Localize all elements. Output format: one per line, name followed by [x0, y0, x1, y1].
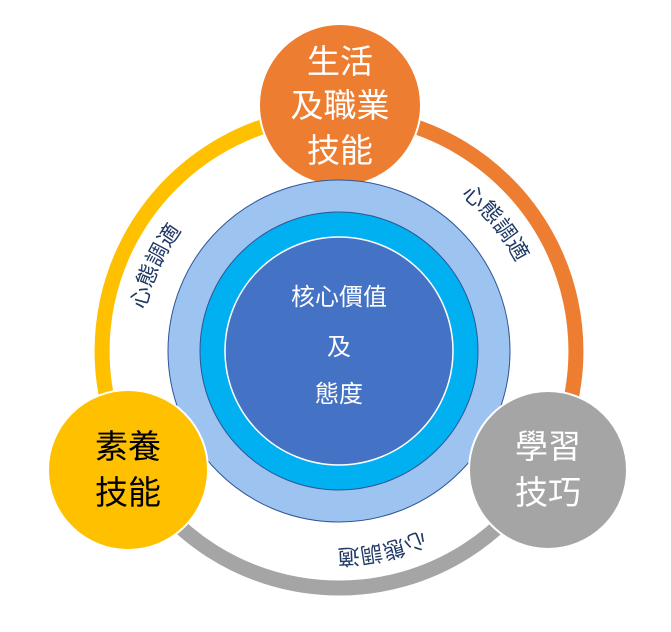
arc-label-bottom: 心態調適 — [337, 525, 430, 568]
node-right-line-2: 技巧 — [515, 473, 581, 512]
node-literacy-skills: 素養 技能 — [47, 389, 209, 551]
node-left-line-1: 素養 — [95, 427, 161, 466]
node-right-line-1: 學習 — [515, 427, 581, 466]
core-line-3: 態度 — [315, 380, 363, 408]
core-line-1: 核心價值 — [291, 283, 387, 311]
node-circle-left — [47, 389, 209, 551]
node-life-career-skills: 生活 及職業 技能 — [258, 23, 422, 187]
node-left-line-2: 技能 — [95, 473, 161, 512]
node-top-line-2: 及職業 — [291, 86, 390, 125]
node-circle-right — [468, 390, 628, 550]
core-line-2: 及 — [327, 333, 351, 361]
core-circles: 核心價值 及 態度 — [167, 179, 511, 523]
inner-core-circle — [224, 236, 454, 466]
node-top-line-1: 生活 — [307, 42, 373, 81]
node-learning-skills: 學習 技巧 — [468, 390, 628, 550]
node-top-line-3: 技能 — [307, 131, 373, 170]
